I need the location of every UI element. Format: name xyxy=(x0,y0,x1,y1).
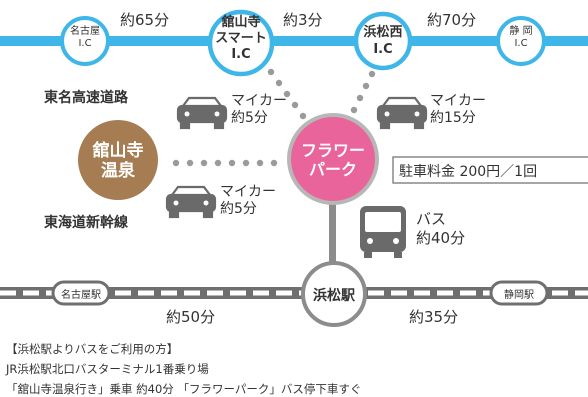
car-route-kanzanji-label: マイカー 約5分 xyxy=(231,93,287,127)
shinkansen-time-hamamatsu-shizuoka: 約35分 xyxy=(409,308,459,326)
nagoya-ic-marker xyxy=(60,16,110,66)
flower-park-label: フラワー パーク xyxy=(291,141,375,179)
expressway-time-hamamatsunishi-shizuoka: 約70分 xyxy=(427,11,477,29)
expressway-line xyxy=(0,36,588,46)
bus-notes-line1: JR浜松駅北口バスターミナル1番乗り場 xyxy=(6,362,209,376)
parking-fee: 駐車料金 200円／1回 xyxy=(399,164,538,180)
onsen-name-line2: 温泉 xyxy=(101,161,135,181)
expressway-name: 東名高速道路 xyxy=(44,90,128,106)
shizuoka-ic-suffix: I.C xyxy=(514,38,528,49)
nagoya-station-label: 名古屋駅 xyxy=(61,290,101,301)
kanzanji-ic-label: 舘山寺 スマート I.C xyxy=(206,15,276,63)
kanzanji-ic-type: スマート xyxy=(215,31,267,46)
flower-park-name-line2: パーク xyxy=(308,160,357,179)
nagoya-ic-suffix: I.C xyxy=(78,38,92,49)
bus-route-line xyxy=(329,188,336,276)
nagoya-station-marker xyxy=(51,280,111,306)
kanzanji-ic-name: 舘山寺 xyxy=(221,15,261,30)
hamamatsunishi-ic-marker xyxy=(353,11,413,71)
onsen-name-line1: 舘山寺 xyxy=(92,141,144,161)
kanzanji-ic-suffix: I.C xyxy=(231,47,251,62)
bus-route-label: バス 約40分 xyxy=(416,210,465,248)
kanzanji-ic-marker xyxy=(207,9,275,77)
nagoya-ic-name: 名古屋 xyxy=(70,26,100,37)
car-route-onsen-label: マイカー 約5分 xyxy=(220,184,276,218)
expressway-time-nagoya-kanzanji: 約65分 xyxy=(120,11,170,29)
expressway-time-kanzanji-hamamatsunishi: 約3分 xyxy=(283,11,323,29)
car-icon xyxy=(165,185,217,219)
car-route-hamamatsunishi-time: 約15分 xyxy=(430,110,476,126)
shizuoka-station-label: 静岡駅 xyxy=(504,290,534,301)
shinkansen-line xyxy=(0,287,588,299)
bus-notes-heading: 【浜松駅よりバスをご利用の方】 xyxy=(6,342,179,356)
shinkansen-name: 東海道新幹線 xyxy=(44,215,128,231)
hamamatsu-station-marker xyxy=(301,261,367,327)
car-route-onsen-time: 約5分 xyxy=(220,201,257,217)
shizuoka-station-marker xyxy=(489,280,549,306)
bus-route-mode: バス xyxy=(416,210,447,228)
flower-park-name-line1: フラワー xyxy=(300,141,365,160)
bus-icon xyxy=(360,206,406,258)
hamamatsunishi-ic-label: 浜松西 I.C xyxy=(352,24,414,58)
car-route-hamamatsunishi-mode: マイカー xyxy=(430,93,486,109)
car-route-onsen-mode: マイカー xyxy=(220,184,276,200)
onsen-label: 舘山寺 温泉 xyxy=(84,141,152,181)
car-icon xyxy=(376,96,428,130)
bus-route-time: 約40分 xyxy=(416,229,466,247)
nagoya-ic-label: 名古屋 I.C xyxy=(62,26,108,50)
shinkansen-time-nagoya-hamamatsu: 約50分 xyxy=(166,308,216,326)
hamamatsu-station-label: 浜松駅 xyxy=(313,288,355,304)
hamamatsunishi-ic-name: 浜松西 xyxy=(363,25,403,40)
bus-notes-line2: 「舘山寺温泉行き」乗車 約40分 「フラワーパーク」バス停下車すぐ xyxy=(6,382,362,396)
car-route-kanzanji-mode: マイカー xyxy=(231,93,287,109)
car-route-kanzanji-time: 約5分 xyxy=(231,110,268,126)
shizuoka-ic-marker xyxy=(496,16,546,66)
flower-park-marker xyxy=(287,113,379,205)
car-route-hamamatsunishi-label: マイカー 約15分 xyxy=(430,93,486,127)
shizuoka-ic-label: 静 岡 I.C xyxy=(498,26,544,50)
onsen-marker xyxy=(78,120,158,200)
parking-box xyxy=(392,156,588,184)
shizuoka-ic-name: 静 岡 xyxy=(509,26,533,37)
car-icon xyxy=(176,96,228,130)
hamamatsunishi-ic-suffix: I.C xyxy=(373,42,393,57)
